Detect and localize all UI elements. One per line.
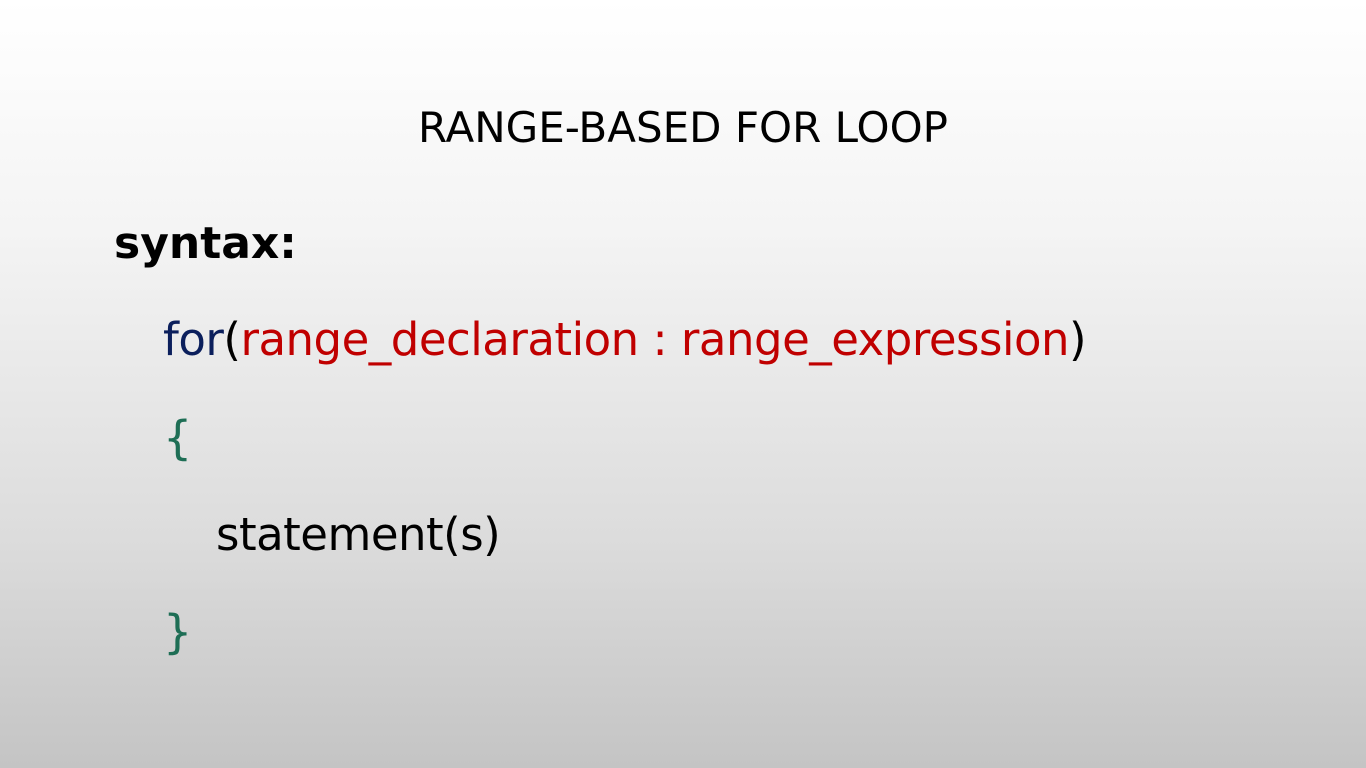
syntax-label: syntax: bbox=[114, 218, 297, 269]
close-paren: ) bbox=[1069, 313, 1087, 366]
statement-line: statement(s) bbox=[216, 508, 501, 561]
slide-title: RANGE-BASED FOR LOOP bbox=[418, 103, 948, 152]
open-brace: { bbox=[163, 411, 193, 465]
range-declaration: range_declaration bbox=[240, 313, 639, 366]
for-statement-line: for(range_declaration : range_expression… bbox=[163, 310, 1087, 370]
colon-separator: : bbox=[638, 313, 681, 366]
for-keyword: for bbox=[163, 313, 224, 366]
range-expression: range_expression bbox=[680, 313, 1070, 366]
close-brace: } bbox=[163, 605, 193, 659]
open-paren: ( bbox=[223, 313, 241, 366]
